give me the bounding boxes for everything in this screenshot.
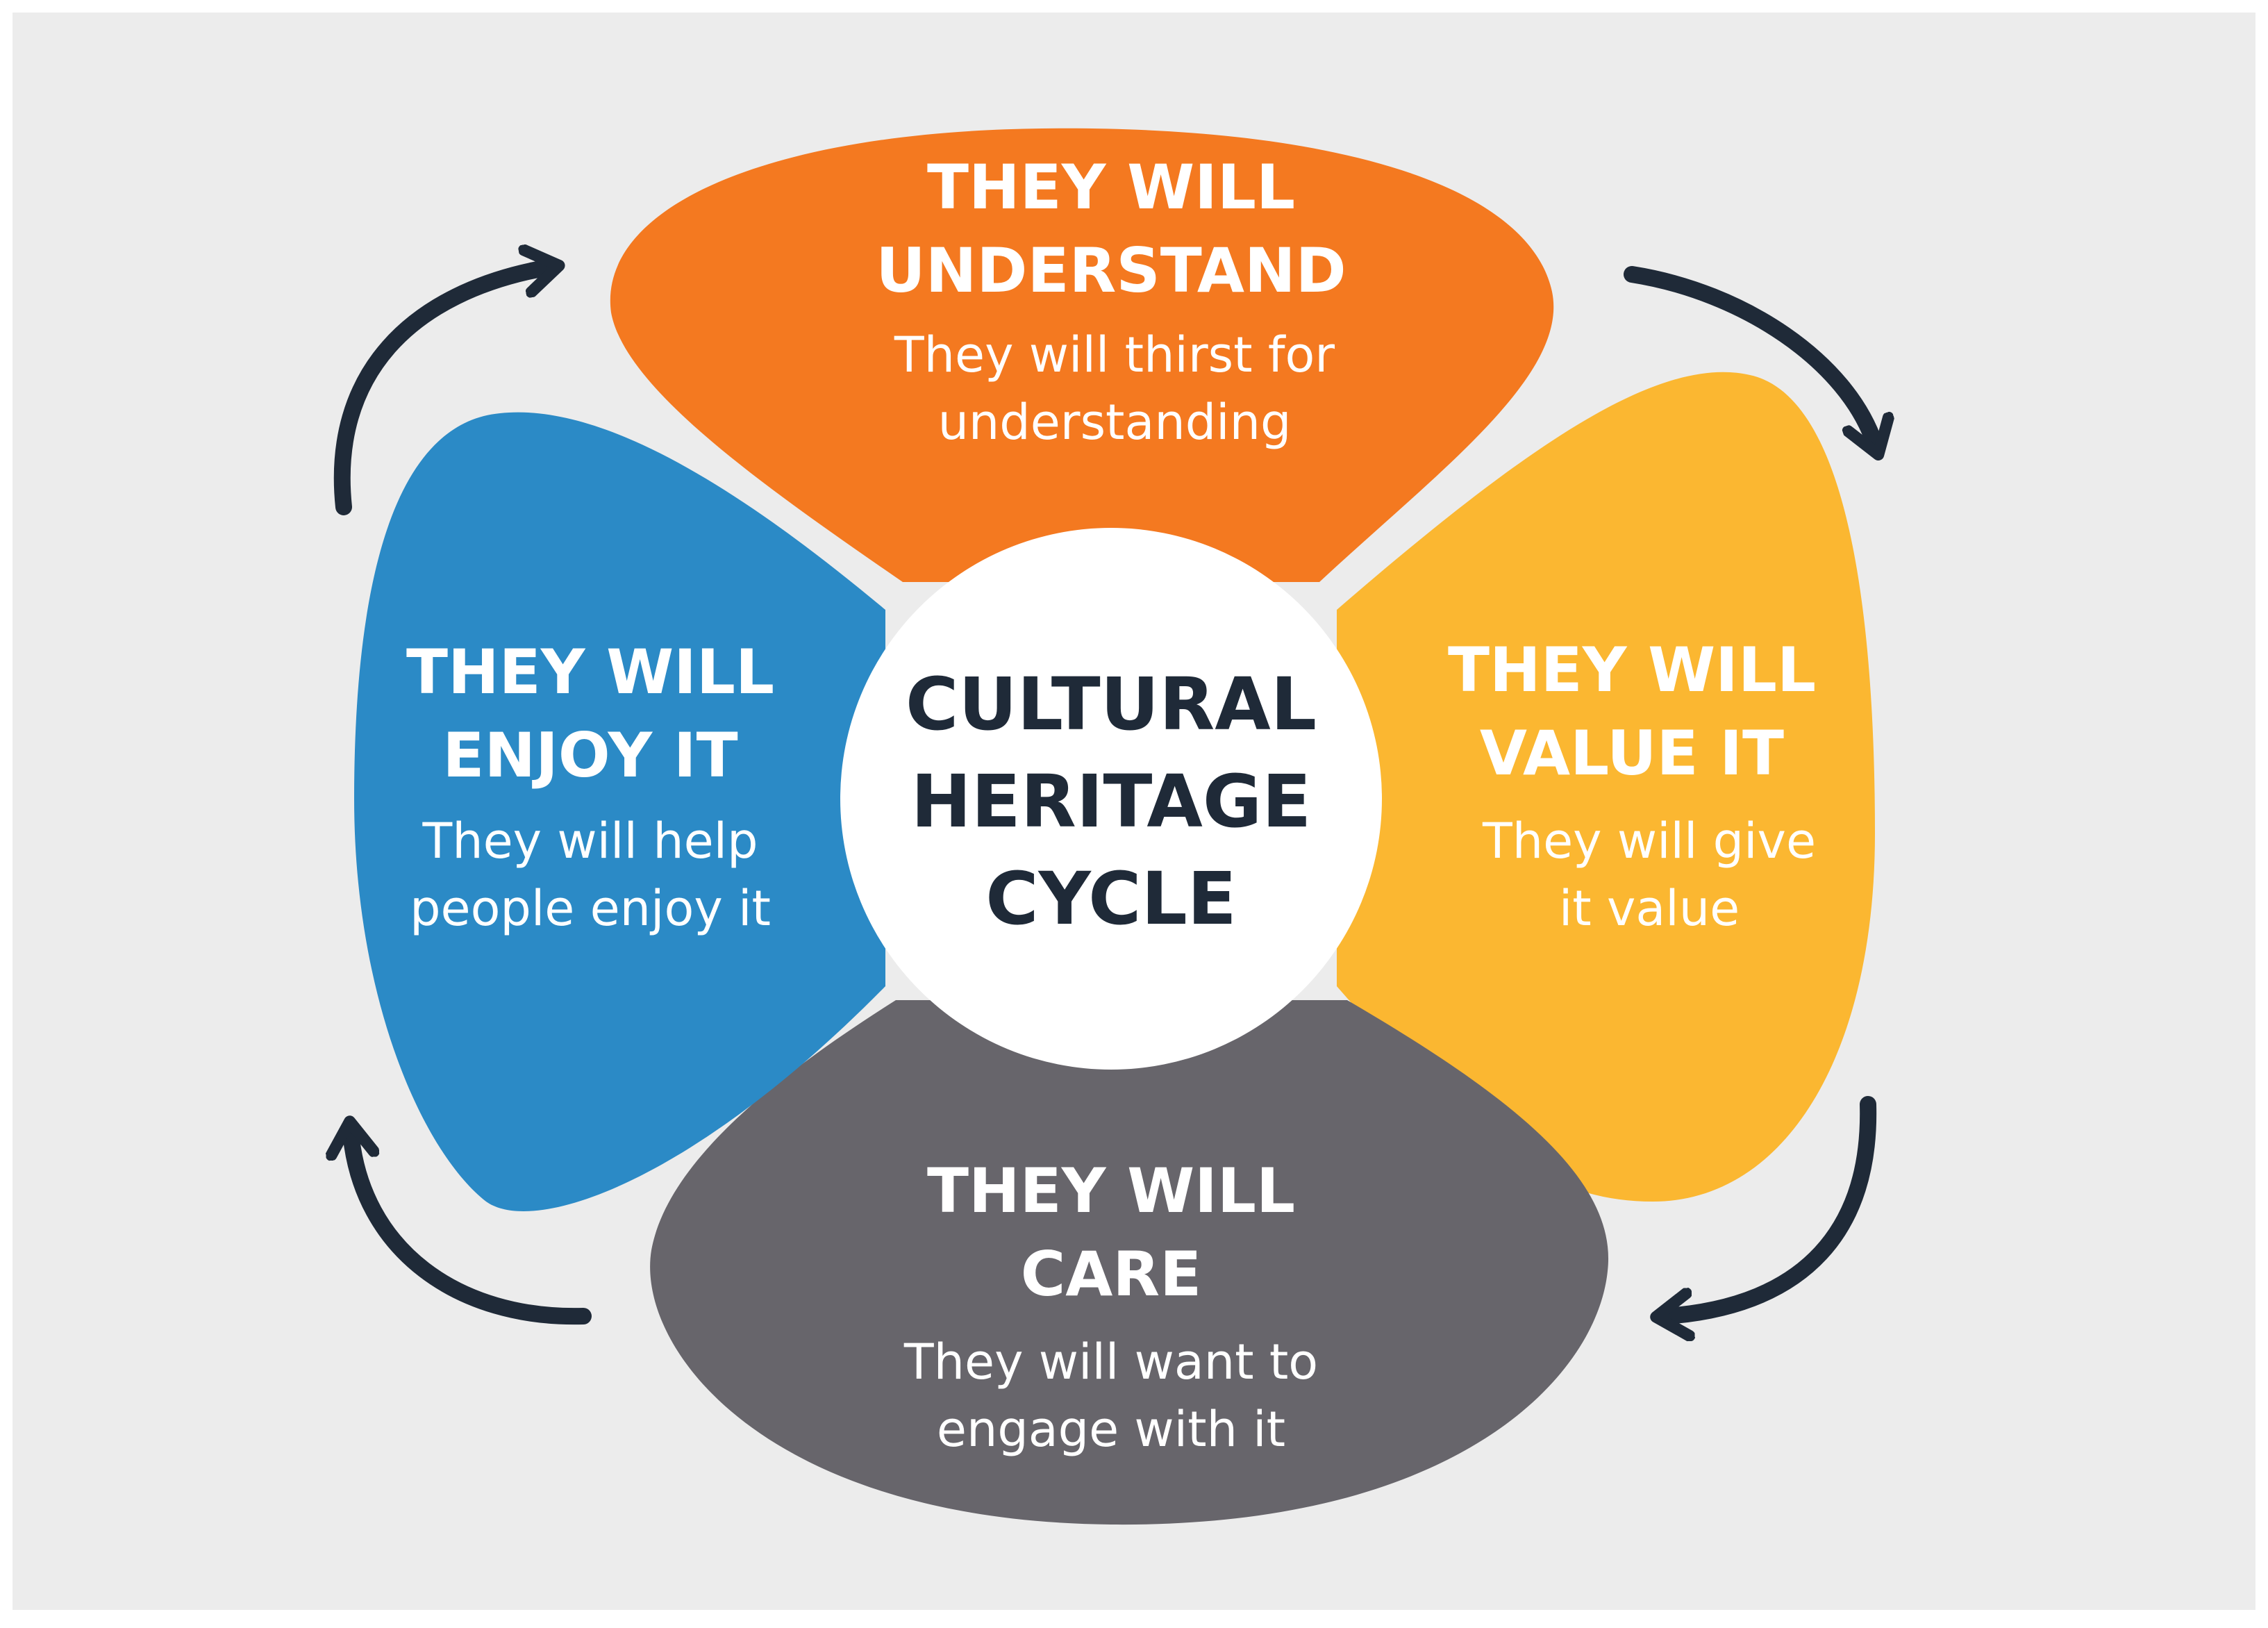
petal-description-line: people enjoy it xyxy=(410,880,771,937)
petal-enjoy xyxy=(354,412,885,1211)
petal-value xyxy=(1337,372,1875,1202)
center-title-line: HERITAGE xyxy=(911,759,1312,844)
center-circle xyxy=(840,528,1382,1070)
petal-care xyxy=(650,1000,1609,1525)
curved-arrow-icon xyxy=(351,1132,592,1325)
petal-description-line: understanding xyxy=(938,394,1292,451)
petal-value-label: THEY WILL VALUE IT They will give it val… xyxy=(1448,634,1816,937)
petal-description-line: They will thirst for xyxy=(894,326,1335,383)
petal-description-line: They will want to xyxy=(903,1334,1318,1390)
petal-understand xyxy=(610,128,1554,582)
petal-title-line: THEY WILL xyxy=(1448,634,1816,706)
petal-title-line: THEY WILL xyxy=(927,151,1295,223)
petal-understand-label: THEY WILL UNDERSTAND They will thirst fo… xyxy=(876,151,1346,451)
petal-title-line: UNDERSTAND xyxy=(876,235,1346,306)
petal-description-line: They will help xyxy=(422,813,758,870)
curved-arrow-icon xyxy=(333,267,549,515)
petal-title-line: THEY WILL xyxy=(927,1155,1295,1227)
petal-title-line: THEY WILL xyxy=(406,636,774,708)
center-title-line: CULTURAL xyxy=(906,662,1317,747)
petal-title-line: CARE xyxy=(1021,1238,1202,1310)
curved-arrow-icon xyxy=(1624,266,1875,445)
petal-description-line: it value xyxy=(1559,880,1740,937)
petal-description-line: They will give xyxy=(1482,813,1816,870)
curved-arrow-icon xyxy=(1667,1096,1877,1316)
petal-description-line: engage with it xyxy=(937,1401,1285,1458)
center-label: CULTURAL HERITAGE CYCLE xyxy=(906,662,1317,941)
petal-title-line: ENJOY IT xyxy=(442,720,737,791)
petal-care-label: THEY WILL CARE They will want to engage … xyxy=(903,1155,1318,1458)
petal-title-line: VALUE IT xyxy=(1480,717,1784,789)
center-title-line: CYCLE xyxy=(985,856,1237,941)
petal-enjoy-label: THEY WILL ENJOY IT They will help people… xyxy=(406,636,774,937)
